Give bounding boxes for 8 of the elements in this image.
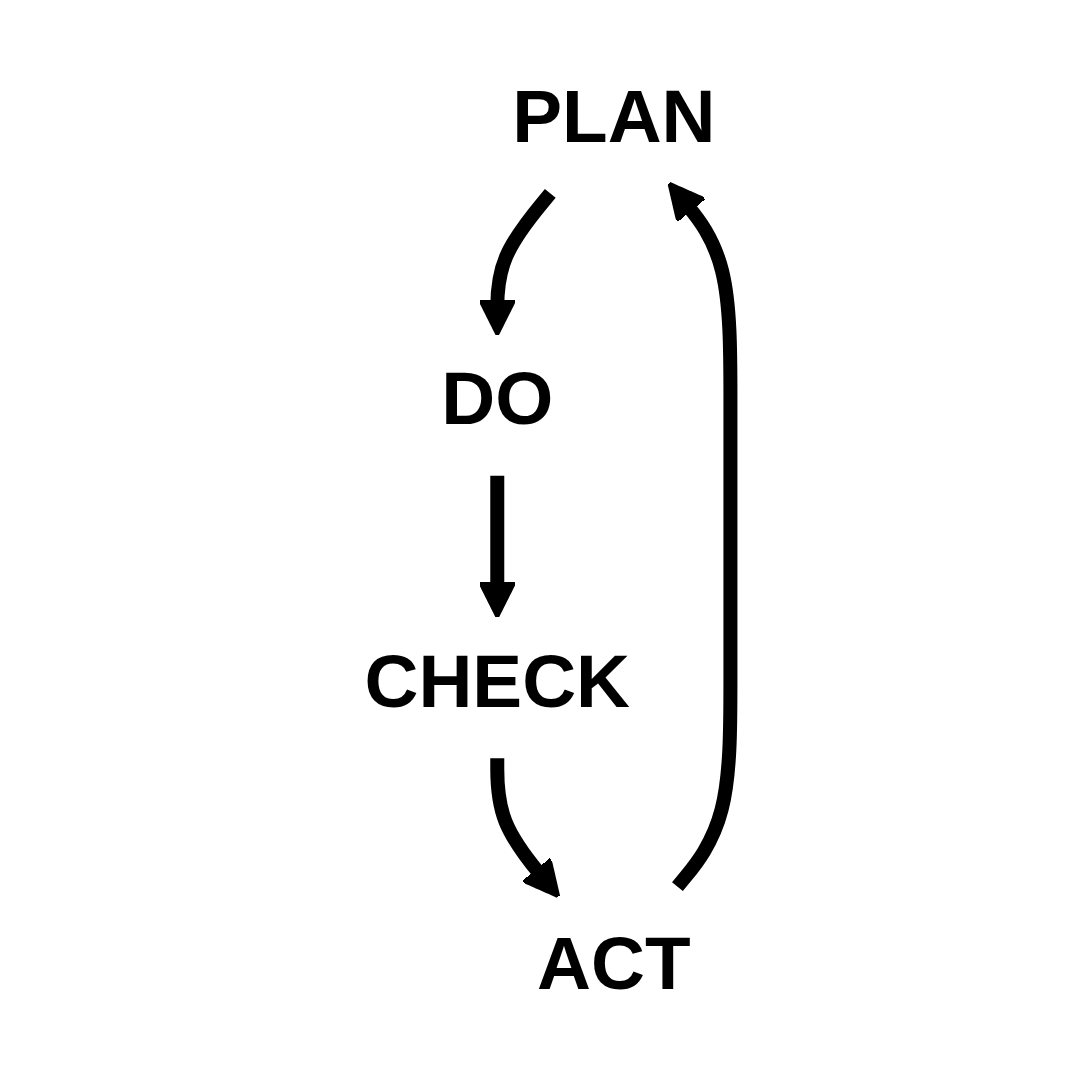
arrow (490, 758, 561, 899)
arrow (667, 181, 738, 892)
arrow (478, 188, 556, 337)
node-text: DO (441, 356, 554, 441)
node-text: PLAN (512, 74, 716, 159)
node-text: ACT (537, 921, 691, 1006)
node-text: CHECK (364, 639, 631, 724)
arrow (478, 475, 517, 619)
